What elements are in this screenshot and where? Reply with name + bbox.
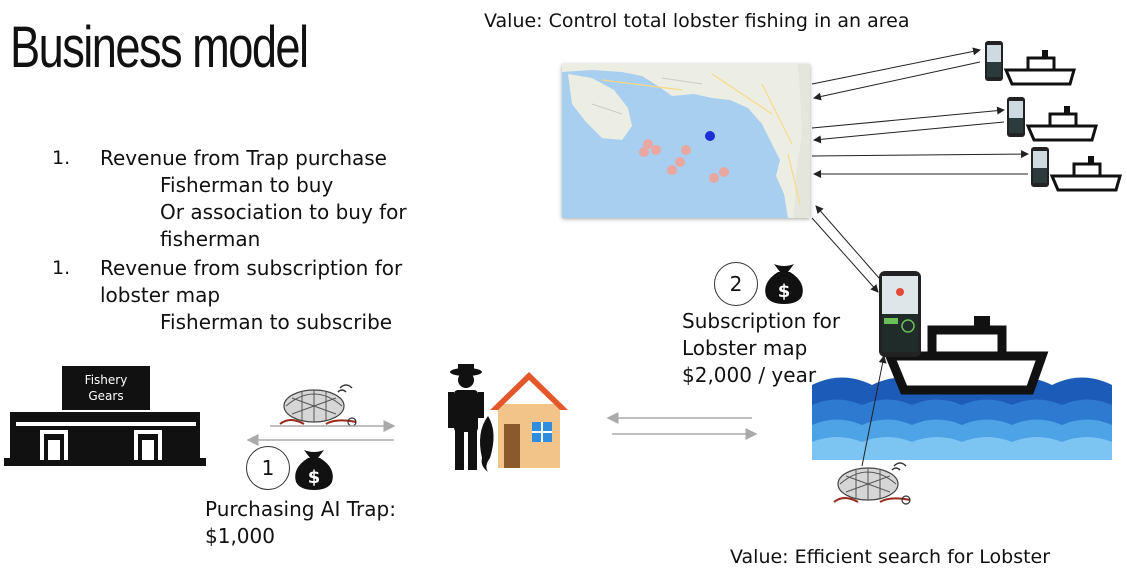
list-line-1a: Fisherman to buy [160, 173, 334, 197]
phone-boat-1 [984, 40, 1080, 96]
list-line-2a: Fisherman to subscribe [160, 310, 393, 334]
store-sign-line2: Gears [88, 389, 124, 403]
trap-icon [276, 378, 366, 434]
list-heading-2-cont: lobster map [100, 283, 221, 307]
purchase-price: $1,000 [205, 524, 275, 548]
step-1-circle: 1 [246, 446, 290, 490]
list-number-1: 1. [52, 147, 71, 169]
trap-phone-arrow [861, 355, 887, 467]
store-sign-line1: Fishery [84, 373, 128, 387]
page-title: Business model [10, 15, 309, 80]
store-icon [0, 360, 210, 470]
store-sign: Fishery Gears [62, 366, 150, 410]
map-icon [562, 64, 810, 218]
subscription-arrows [606, 412, 758, 440]
step-2-number: 2 [729, 272, 743, 296]
value-bottom-text: Value: Efficient search for Lobster [730, 546, 1051, 568]
map-phone-arrows [811, 205, 887, 293]
purchase-label: Purchasing AI Trap: [205, 497, 396, 521]
value-top-text: Value: Control total lobster fishing in … [484, 10, 910, 32]
purchase-arrows [246, 420, 396, 446]
list-number-2: 1. [52, 257, 71, 279]
phone-boat-3 [1030, 146, 1126, 202]
sea-scene [812, 290, 1112, 469]
bag-symbol-2: $ [778, 281, 791, 302]
money-bag-icon: $ [290, 446, 338, 496]
fisherman-icon [440, 362, 570, 478]
phone-boat-2 [1006, 96, 1102, 152]
subscription-line1: Subscription for [682, 309, 841, 333]
list-heading-1: Revenue from Trap purchase [100, 146, 387, 170]
subscription-price: $2,000 / year [682, 363, 817, 387]
step-1-number: 1 [261, 456, 275, 480]
step-2-circle: 2 [714, 262, 758, 306]
map-boat-arrows [811, 47, 1029, 178]
list-line-1b: Or association to buy for [160, 200, 407, 224]
list-heading-2: Revenue from subscription for [100, 256, 403, 280]
subscription-line2: Lobster map [682, 336, 808, 360]
bag-symbol-1: $ [308, 467, 321, 488]
phone-icon [878, 270, 922, 362]
list-line-1c: fisherman [160, 227, 261, 251]
trap-icon-sea [830, 456, 920, 512]
money-bag-icon-2: $ [760, 260, 808, 310]
